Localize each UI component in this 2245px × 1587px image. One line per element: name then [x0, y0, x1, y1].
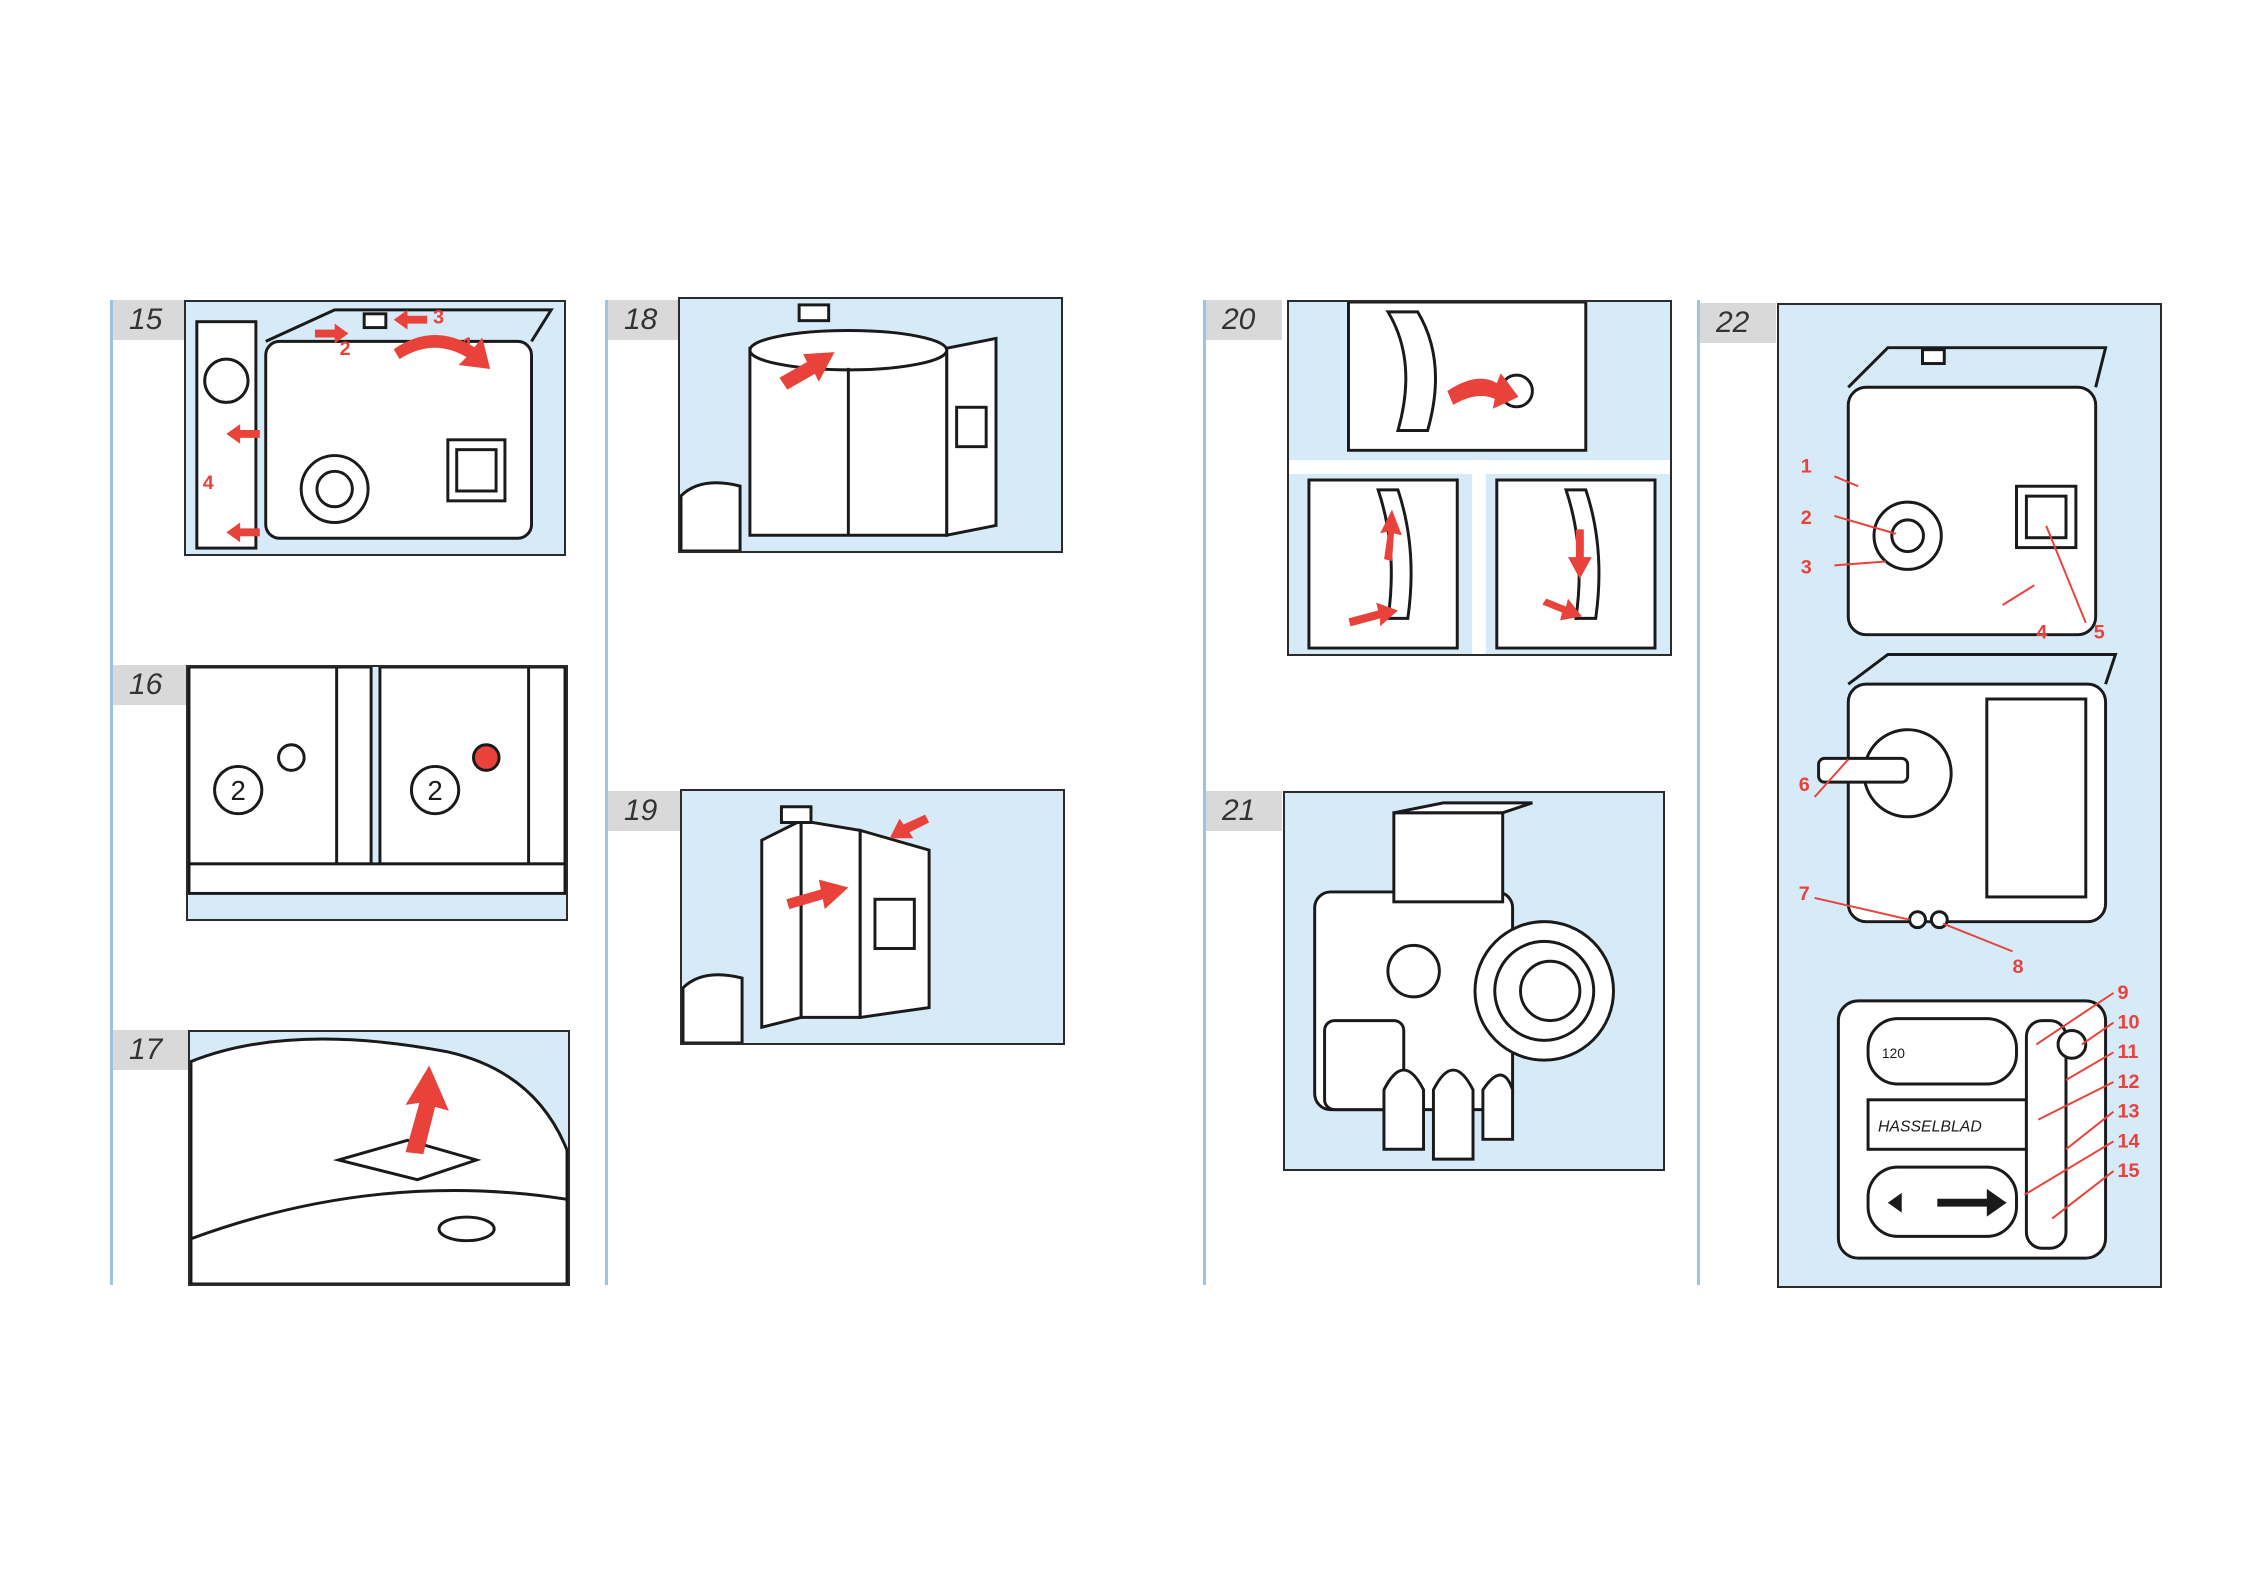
figure-20-panel	[1287, 300, 1672, 656]
figure-label-18: 18	[608, 300, 684, 340]
fig22-callout-15: 15	[2117, 1160, 2139, 1182]
fig22-callout-9: 9	[2117, 982, 2128, 1004]
fig22-callout-11: 11	[2117, 1041, 2138, 1063]
figure-label-17: 17	[113, 1030, 189, 1070]
fig22-callout-7: 7	[1799, 883, 1810, 905]
figure-16-panel: 2 2	[186, 665, 568, 921]
figure-22-panel: 1 2 3 4 5 6 7 8 HASSELBLAD 120	[1777, 303, 2162, 1288]
figure-19-panel	[680, 789, 1065, 1045]
fig22-callout-5: 5	[2094, 622, 2105, 644]
fig22-callout-6: 6	[1799, 774, 1810, 796]
fig16-badge-right: 2	[427, 775, 442, 806]
figure-label-22: 22	[1700, 303, 1776, 343]
fig22-callout-14: 14	[2117, 1130, 2139, 1152]
fig22-callout-13: 13	[2117, 1101, 2139, 1123]
fig22-callout-3: 3	[1801, 556, 1812, 578]
fig15-callout-3: 3	[433, 307, 444, 329]
fig15-callout-1: 1	[463, 334, 474, 356]
fig22-callout-10: 10	[2117, 1012, 2139, 1034]
figure-17-panel	[188, 1030, 570, 1286]
fig22-callout-1: 1	[1801, 455, 1812, 477]
fig15-callout-4: 4	[203, 472, 214, 494]
fig22-callout-4: 4	[2036, 622, 2047, 644]
figure-label-16: 16	[113, 665, 189, 705]
figure-label-20: 20	[1206, 300, 1282, 340]
fig22-film-label: 120	[1882, 1045, 1905, 1061]
figure-15-panel: 1 2 3 4	[184, 300, 566, 556]
fig15-callout-2: 2	[340, 338, 351, 360]
column-rule-4	[1697, 300, 1700, 1285]
fig22-callout-2: 2	[1801, 507, 1812, 529]
fig16-badge-left: 2	[231, 775, 246, 806]
fig22-callout-8: 8	[2013, 956, 2024, 978]
figure-label-15: 15	[113, 300, 189, 340]
figure-label-19: 19	[608, 791, 684, 831]
figure-18-panel	[678, 297, 1063, 553]
column-rule-1	[110, 300, 113, 1285]
figure-label-21: 21	[1206, 791, 1282, 831]
fig22-brand-text: HASSELBLAD	[1878, 1118, 1982, 1135]
fig22-callout-12: 12	[2117, 1071, 2139, 1093]
figure-21-panel	[1283, 791, 1665, 1171]
